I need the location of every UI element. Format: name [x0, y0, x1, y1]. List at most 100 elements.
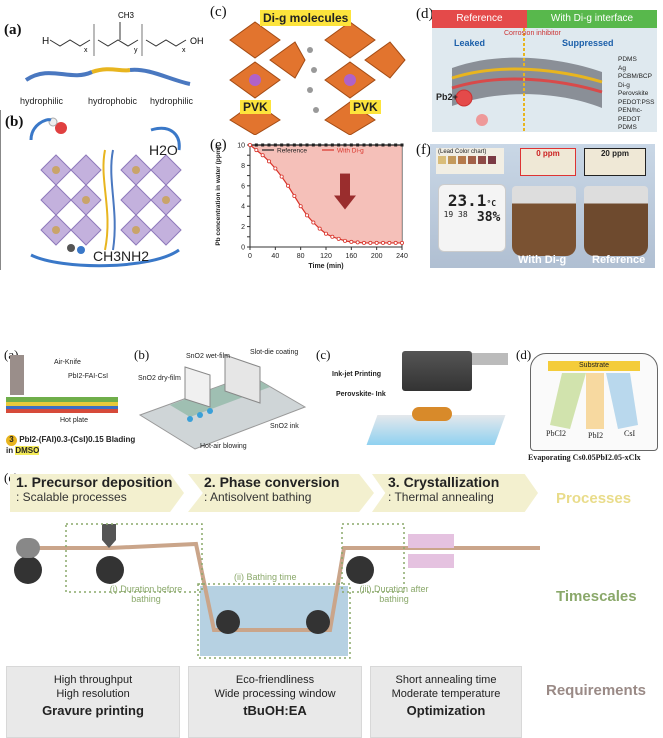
molecule-structure: H x CH3 y x OH	[42, 11, 204, 56]
amphiphilic-chain	[24, 67, 191, 86]
x-tick-label-2: 80	[297, 253, 305, 260]
roll-to-roll-line	[14, 523, 540, 659]
bottom-panel-b: (b) SnO2 wet-film Slot-die coating SnO2 …	[130, 345, 310, 457]
x-tick-label-4: 160	[345, 253, 357, 260]
point-0-5	[280, 143, 284, 147]
req-3-line2: Moderate temperature	[391, 688, 501, 700]
pvk-left: PVK	[240, 100, 271, 114]
leaked-label: Leaked	[454, 38, 486, 48]
point-0-17	[356, 143, 360, 147]
substrate-bar: Substrate	[548, 361, 640, 371]
bottom-panel-c-label: (c)	[316, 347, 331, 362]
dry-film-label: SnO2 dry-film	[138, 375, 181, 382]
blading-text: PbI2-(FAI)0.3-(CsI)0.15 Blading	[19, 435, 136, 444]
x-axis-label: Time (min)	[308, 263, 343, 270]
evaporation-beams	[550, 373, 638, 429]
air-knife-label: Air-Knife	[54, 359, 81, 366]
sub-y: y	[134, 47, 138, 54]
decline-arrow-head	[334, 195, 356, 210]
point-0-8	[299, 143, 303, 147]
y-tick-label-2: 2	[241, 224, 245, 231]
point-1-18	[361, 240, 366, 245]
point-1-5	[279, 174, 284, 179]
point-0-2	[261, 143, 265, 147]
duration-before: (i) Duration before bathing	[109, 584, 183, 604]
point-0-15	[343, 143, 347, 147]
req-2-method: tBuOH:EA	[243, 703, 307, 718]
layer-2: PCBM/BCP	[618, 73, 652, 80]
requirements-label: Requirements	[546, 682, 647, 699]
y-axis-label: Pb concentration in water (ppm)	[215, 146, 222, 245]
point-1-17	[355, 240, 360, 245]
layer-7: PDMS	[618, 124, 637, 131]
bottom-panel-d-label: (d)	[516, 347, 532, 362]
reference-header: Reference	[432, 10, 527, 28]
reference-caption: Reference	[592, 254, 646, 266]
film-stack	[6, 397, 118, 413]
source-pbcl2: PbCl2	[546, 429, 567, 438]
point-1-21	[380, 240, 385, 245]
decline-arrow-shaft	[340, 173, 350, 196]
y-tick-label-6: 6	[241, 183, 245, 190]
timescales-label: Timescales	[556, 588, 637, 605]
duration-after: (iii) Duration after bathing	[359, 584, 429, 604]
point-0-23	[394, 143, 398, 147]
dig-crystal-illustration	[229, 21, 406, 135]
pb-label: Pb2+	[436, 92, 458, 102]
step-chevron-3: 3. Crystallization : Thermal annealing	[372, 474, 538, 512]
layer-0: PDMS	[618, 56, 637, 63]
ink-drops	[412, 407, 452, 421]
point-0-9	[305, 143, 309, 147]
point-0-19	[368, 143, 372, 147]
point-1-1	[254, 148, 259, 153]
point-1-11	[317, 226, 322, 231]
layer-stack	[432, 28, 657, 132]
point-1-7	[292, 194, 297, 199]
requirement-2: Eco-friendliness Wide processing window …	[188, 666, 362, 738]
point-0-6	[286, 143, 290, 147]
slot-die-label: Slot-die coating	[250, 349, 299, 356]
point-1-2	[260, 153, 265, 158]
dig-title: Di-g molecules	[260, 10, 352, 26]
step-chevron-2: 2. Phase conversion : Antisolvent bathin…	[188, 474, 374, 512]
top-panel-b: (b) H2O CH3NH2	[0, 110, 206, 270]
top-panel-b-label: (b)	[5, 114, 24, 130]
point-1-22	[387, 240, 392, 245]
suppressed-label: Suppressed	[562, 38, 614, 48]
y-tick-label-10: 10	[237, 143, 245, 150]
beaker-reference	[584, 186, 648, 256]
slot-die-illustration	[138, 354, 307, 450]
point-1-14	[336, 236, 341, 241]
top-panel-a-label: (a)	[4, 22, 22, 38]
layer-6: PEN/hc-PEDOT	[618, 107, 643, 123]
req-3-method: Optimization	[406, 703, 486, 718]
step-3-title: 3. Crystallization	[388, 474, 500, 490]
step-1-sub: : Scalable processes	[16, 490, 127, 504]
bottom-panel-c: (c) Ink-jet Printing Perovskite- Ink	[312, 345, 512, 457]
blading-caption: 3 PbI2-(FAI)0.3-(CsI)0.15 Blading in DMS…	[6, 435, 135, 455]
bottom-panel-a: (a) Air-Knife PbI2-FAI-CsI Hot plate 3 P…	[0, 345, 135, 457]
point-0-10	[311, 143, 315, 147]
with-dig-caption: With Di-g	[518, 254, 567, 266]
processes-label: Processes	[556, 490, 632, 507]
perovskite-lattice	[29, 117, 182, 268]
top-panel-c-label: (c)	[210, 4, 227, 20]
point-1-6	[286, 183, 291, 188]
beaker-dig	[512, 186, 576, 256]
point-1-15	[342, 238, 347, 243]
point-0-24	[400, 143, 404, 147]
point-1-8	[298, 204, 303, 209]
hydrophilic-left: hydrophilic	[20, 96, 64, 106]
top-panel-f-label: (f)	[416, 142, 431, 158]
x-tick-label-0: 0	[248, 253, 252, 260]
point-0-4	[273, 143, 277, 147]
sub-x: x	[84, 47, 88, 54]
thermometer: 23.1°C 19 38 38%	[438, 184, 506, 252]
layer-3: Di-g	[618, 81, 630, 89]
point-0-16	[349, 143, 353, 147]
y-tick-label-0: 0	[241, 245, 245, 252]
hydrophilic-right: hydrophilic	[150, 96, 194, 106]
point-0-3	[267, 143, 271, 147]
